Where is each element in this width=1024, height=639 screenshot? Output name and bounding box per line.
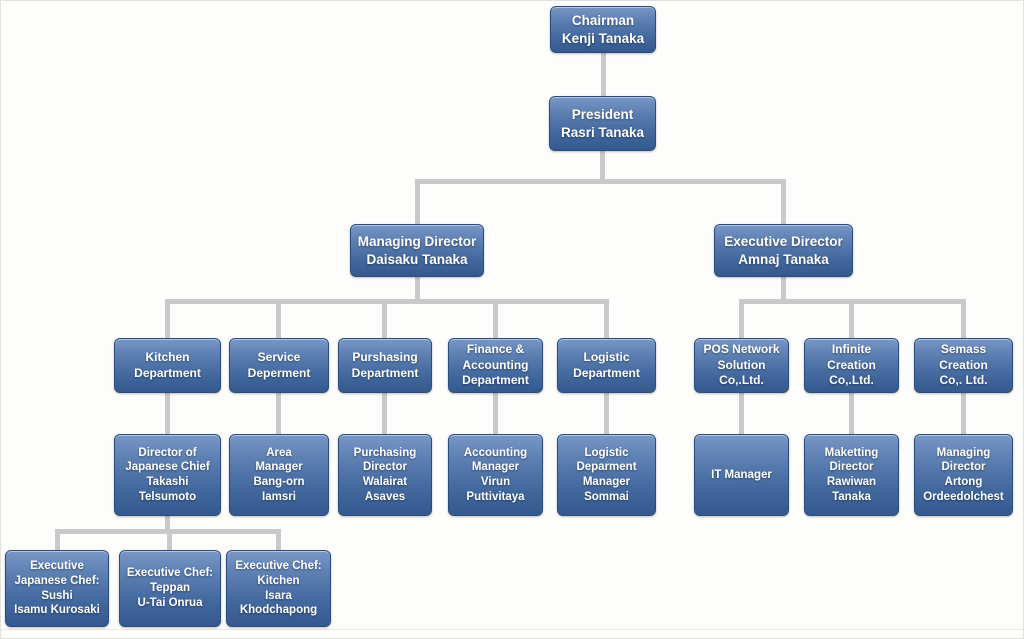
org-node-label: Finance & Accounting Department <box>462 342 529 388</box>
org-node-chairman: Chairman Kenji Tanaka <box>550 6 656 53</box>
org-node-pos-network-solution: POS Network Solution Co,.Ltd. <box>694 338 789 393</box>
org-node-service-department: Service Deperment <box>229 338 329 393</box>
connector-drop-department-3 <box>382 299 387 338</box>
connector-drop-chef-3 <box>276 529 281 550</box>
org-node-label: Infinite Creation Co,.Ltd. <box>827 342 876 388</box>
connector-drop-managing-director <box>415 179 420 224</box>
connector-subsidiary-head-3 <box>961 393 966 434</box>
connector-chairman-president <box>601 53 606 96</box>
connector-department-head-1 <box>165 393 170 434</box>
connector-department-head-4 <box>493 393 498 434</box>
org-node-executive-chef-kitchen: Executive Chef: Kitchen Isara Khodchapon… <box>226 550 331 627</box>
org-node-purchasing-department: Purshasing Department <box>338 338 432 393</box>
connector-rail-directors <box>415 179 786 184</box>
org-node-japanese-chief-director: Director of Japanese Chief Takashi Telsu… <box>114 434 221 516</box>
connector-managing-director-down <box>415 277 420 304</box>
org-node-it-manager: IT Manager <box>694 434 789 516</box>
connector-subsidiary-head-1 <box>739 393 744 434</box>
org-node-infinite-creation: Infinite Creation Co,.Ltd. <box>804 338 899 393</box>
org-node-purchasing-director: Purchasing Director Walairat Asaves <box>338 434 432 516</box>
org-node-chairman-label: Chairman Kenji Tanaka <box>561 13 645 46</box>
org-node-label: IT Manager <box>711 468 772 481</box>
org-node-logistic-department: Logistic Department <box>557 338 656 393</box>
org-node-executive-japanese-chef: Executive Japanese Chef: Sushi Isamu Kur… <box>5 550 109 627</box>
org-node-label: Managing Director Artong Ordeedolchest <box>923 446 1004 503</box>
connector-rail-departments <box>165 299 609 304</box>
org-node-label: Area Manager Bang-orn Iamsri <box>253 446 305 503</box>
org-node-label: Kitchen Department <box>134 350 201 380</box>
connector-japanese-chief-down <box>165 516 170 534</box>
connector-department-head-3 <box>382 393 387 434</box>
org-node-executive-director: Executive Director Amnaj Tanaka <box>714 224 853 277</box>
org-node-managing-director-label: Managing Director Daisaku Tanaka <box>357 234 477 267</box>
org-node-managing-director: Managing Director Daisaku Tanaka <box>350 224 484 277</box>
org-node-label: Purshasing Department <box>351 350 419 380</box>
connector-drop-department-4 <box>493 299 498 338</box>
connector-drop-department-2 <box>276 299 281 338</box>
org-node-label: POS Network Solution Co,.Ltd. <box>703 342 780 388</box>
org-node-accounting-manager: Accounting Manager Virun Puttivitaya <box>448 434 543 516</box>
org-node-semass-creation: Semass Creation Co,. Ltd. <box>914 338 1013 393</box>
connector-executive-director-down <box>781 277 786 304</box>
org-node-label: Executive Chef: Teppan U-Tai Onrua <box>126 567 214 609</box>
org-node-label: Executive Japanese Chef: Sushi Isamu Kur… <box>14 560 100 617</box>
connector-drop-executive-director <box>781 179 786 224</box>
org-node-area-manager: Area Manager Bang-orn Iamsri <box>229 434 329 516</box>
connector-president-down <box>600 151 605 184</box>
org-node-semass-managing-director: Managing Director Artong Ordeedolchest <box>914 434 1013 516</box>
org-node-president-label: President Rasri Tanaka <box>560 107 645 140</box>
connector-drop-chef-1 <box>55 529 60 550</box>
org-node-label: Logistic Department <box>573 350 640 380</box>
connector-drop-subsidiary-3 <box>961 299 966 338</box>
org-node-president: President Rasri Tanaka <box>549 96 656 151</box>
org-node-label: Maketting Director Rawiwan Tanaka <box>824 446 879 503</box>
org-node-logistic-manager: Logistic Deparment Manager Sommai <box>557 434 656 516</box>
org-node-label: Semass Creation Co,. Ltd. <box>939 342 988 388</box>
connector-subsidiary-head-2 <box>849 393 854 434</box>
connector-drop-department-5 <box>604 299 609 338</box>
connector-drop-chef-2 <box>167 529 172 550</box>
org-node-executive-director-label: Executive Director Amnaj Tanaka <box>724 234 843 267</box>
connector-drop-department-1 <box>165 299 170 338</box>
connector-department-head-5 <box>604 393 609 434</box>
connector-drop-subsidiary-2 <box>849 299 854 338</box>
org-node-label: Service Deperment <box>247 350 311 380</box>
org-node-finance-accounting-department: Finance & Accounting Department <box>448 338 543 393</box>
org-node-marketing-director: Maketting Director Rawiwan Tanaka <box>804 434 899 516</box>
org-node-label: Logistic Deparment Manager Sommai <box>576 446 637 503</box>
org-node-label: Accounting Manager Virun Puttivitaya <box>463 446 528 503</box>
connector-drop-subsidiary-1 <box>739 299 744 338</box>
org-node-kitchen-department: Kitchen Department <box>114 338 221 393</box>
org-node-label: Purchasing Director Walairat Asaves <box>353 446 417 503</box>
frame-bottom-line <box>1 629 1023 630</box>
org-node-executive-chef-teppan: Executive Chef: Teppan U-Tai Onrua <box>119 550 221 627</box>
org-node-label: Director of Japanese Chief Takashi Telsu… <box>125 446 210 503</box>
org-node-label: Executive Chef: Kitchen Isara Khodchapon… <box>235 560 322 617</box>
connector-department-head-2 <box>276 393 281 434</box>
